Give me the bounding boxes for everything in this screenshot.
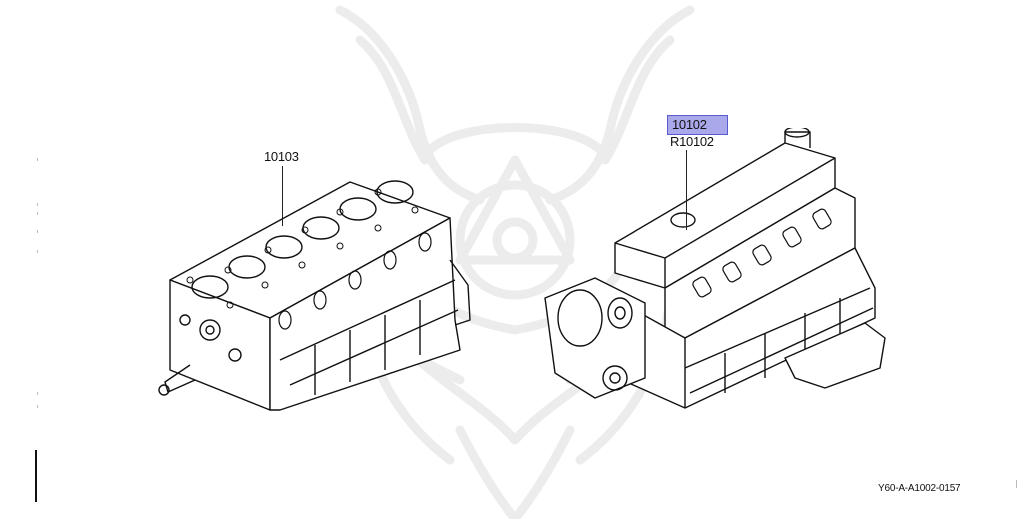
drawing-reference-code: Y60-A-A1002-0157 (878, 483, 961, 494)
left-edge-mark (37, 203, 38, 206)
leader-line-10103 (282, 166, 283, 226)
left-edge-mark (37, 392, 38, 395)
left-edge-mark (37, 212, 38, 215)
cylinder-block-illustration[interactable] (150, 170, 490, 420)
left-edge-mark (37, 250, 38, 253)
part-label-10102-highlighted[interactable]: 10102 (667, 115, 728, 135)
engine-assembly-illustration[interactable] (535, 128, 890, 428)
left-margin-bar (35, 450, 37, 502)
left-edge-mark (37, 405, 38, 408)
part-label-r10102[interactable]: R10102 (670, 134, 714, 149)
left-edge-mark (37, 158, 38, 161)
part-label-10103[interactable]: 10103 (264, 149, 299, 164)
right-edge-mark (1016, 480, 1017, 488)
left-edge-mark (37, 230, 38, 233)
leader-line-10102 (686, 150, 687, 230)
